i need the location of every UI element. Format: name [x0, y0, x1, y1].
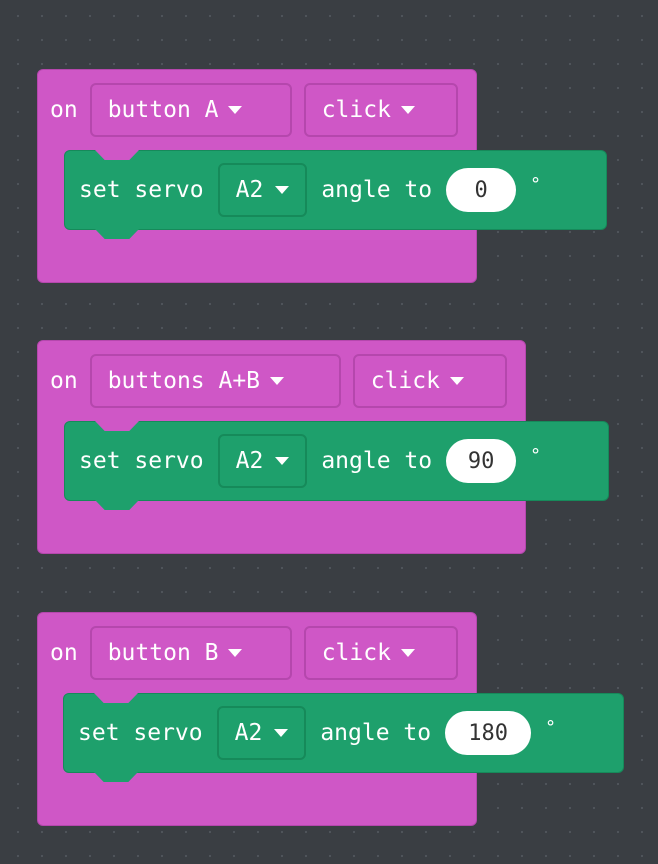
button-value: buttons A+B: [107, 368, 261, 394]
notch: [94, 693, 138, 703]
angle-input[interactable]: 0: [446, 168, 517, 212]
on-button-b-click-block[interactable]: on button B click set servo A2 angle to …: [37, 612, 624, 826]
set-servo-angle-block[interactable]: set servo A2 angle to 90 °: [64, 421, 609, 510]
angle-label: angle to: [321, 448, 433, 474]
pin-dropdown[interactable]: A2: [217, 163, 308, 217]
button-dropdown[interactable]: button B: [89, 626, 292, 680]
button-dropdown[interactable]: button A: [89, 83, 292, 137]
set-servo-label: set servo: [79, 177, 204, 203]
on-button-a-click-block[interactable]: on button A click set servo A2 angle to …: [37, 69, 607, 283]
angle-input[interactable]: 180: [445, 711, 532, 755]
on-label: on: [50, 368, 78, 394]
on-buttons-ab-click-block[interactable]: on buttons A+B click set servo A2 angle …: [37, 340, 609, 554]
pin-value: A2: [234, 720, 263, 746]
event-dropdown[interactable]: click: [303, 626, 458, 680]
dropdown-arrow-icon: [400, 649, 415, 657]
button-value: button B: [107, 640, 219, 666]
angle-label: angle to: [321, 177, 433, 203]
dropdown-arrow-icon: [400, 106, 415, 114]
set-servo-label: set servo: [79, 448, 204, 474]
event-dropdown[interactable]: click: [303, 83, 458, 137]
notch: [95, 150, 139, 160]
button-dropdown[interactable]: buttons A+B: [89, 354, 341, 408]
event-value: click: [370, 368, 440, 394]
pin-value: A2: [235, 448, 264, 474]
event-value: click: [321, 97, 391, 123]
angle-input[interactable]: 90: [446, 439, 517, 483]
angle-label: angle to: [320, 720, 432, 746]
button-value: button A: [107, 97, 219, 123]
dropdown-arrow-icon: [274, 729, 289, 737]
pin-value: A2: [235, 177, 264, 203]
set-servo-angle-block[interactable]: set servo A2 angle to 180 °: [63, 693, 624, 782]
on-label: on: [50, 97, 78, 123]
set-servo-label: set servo: [78, 720, 203, 746]
dropdown-arrow-icon: [228, 106, 243, 114]
pin-dropdown[interactable]: A2: [217, 434, 308, 488]
on-label: on: [50, 640, 78, 666]
notch: [95, 421, 139, 431]
degree-symbol: °: [545, 716, 556, 738]
set-servo-angle-block[interactable]: set servo A2 angle to 0 °: [64, 150, 607, 239]
dropdown-arrow-icon: [228, 649, 243, 657]
notch: [95, 500, 139, 510]
dropdown-arrow-icon: [449, 377, 464, 385]
notch: [95, 229, 139, 239]
pin-dropdown[interactable]: A2: [216, 706, 307, 760]
dropdown-arrow-icon: [275, 457, 290, 465]
notch: [94, 772, 138, 782]
degree-symbol: °: [530, 173, 541, 195]
dropdown-arrow-icon: [270, 377, 285, 385]
degree-symbol: °: [530, 444, 541, 466]
event-dropdown[interactable]: click: [352, 354, 507, 408]
dropdown-arrow-icon: [275, 186, 290, 194]
event-value: click: [321, 640, 391, 666]
